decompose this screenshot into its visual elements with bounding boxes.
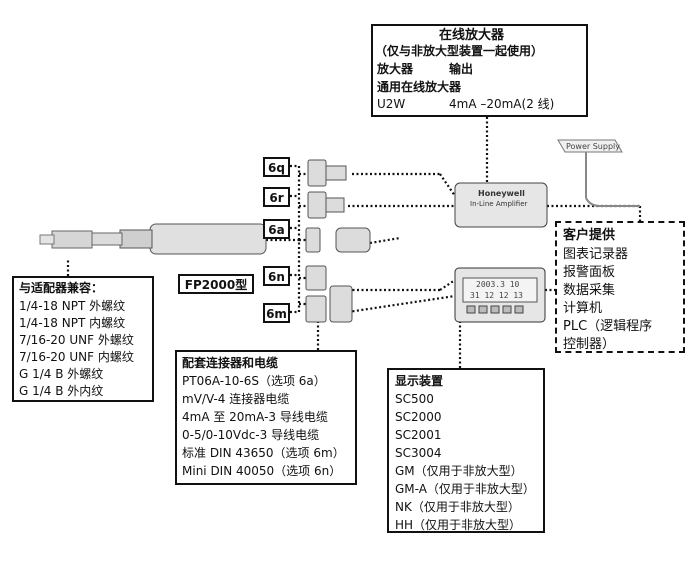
amplifier-title: 在线放大器	[439, 28, 505, 43]
fp2000-transducer-image	[39, 223, 267, 255]
adapter-item: 7/16-20 UNF 内螺纹	[19, 350, 134, 364]
option-label-6r: 6r	[263, 187, 290, 207]
adapter-title: 与适配器兼容：	[19, 281, 104, 295]
power-supply-image	[557, 139, 640, 207]
connector-title: 配套连接器和电缆	[182, 356, 279, 370]
display-readout-line1: 2003.3 10	[476, 280, 520, 289]
amplifier-col-header-left: 放大器	[377, 62, 414, 76]
option-label-6n: 6n	[263, 266, 290, 286]
option-label-6q: 6q	[263, 157, 290, 177]
connector-item: PT06A-10-6S（选项 6a）	[182, 374, 326, 388]
power-supply-label: Power Supply	[566, 142, 620, 151]
display-item: SC2000	[395, 410, 442, 424]
amplifier-device-name: In-Line Amplifier	[470, 200, 528, 208]
amplifier-col-header-right: 输出	[449, 62, 474, 76]
customer-supplied-box: 客户提供 图表记录器 报警面板 数据采集 计算机 PLC（逻辑程序 控制器）	[555, 221, 685, 353]
connector-item: 0-5/0-10Vdc-3 导线电缆	[182, 428, 320, 442]
amplifier-brand: Honeywell	[478, 189, 525, 198]
display-item: GM（仅用于非放大型）	[395, 464, 523, 478]
display-item: SC3004	[395, 446, 442, 460]
adapter-item: 1/4-18 NPT 外螺纹	[19, 299, 126, 313]
display-item: SC2001	[395, 428, 442, 442]
amplifier-general: 通用在线放大器	[377, 80, 462, 94]
display-item: SC500	[395, 392, 434, 406]
connector-item: mV/V-4 连接器电缆	[182, 392, 290, 406]
connector-item: Mini DIN 40050（选项 6n）	[182, 464, 342, 478]
product-label: FP2000型	[178, 274, 254, 294]
inline-amplifier-image	[454, 182, 548, 228]
amplifier-output: 4mA –20mA(2 线)	[449, 97, 555, 111]
option-label-6m: 6m	[263, 303, 290, 323]
customer-item: 报警面板	[563, 265, 616, 280]
display-devices-box: 显示装置 SC500 SC2000 SC2001 SC3004 GM（仅用于非放…	[387, 368, 545, 533]
display-item: NK（仅用于非放大型）	[395, 500, 520, 514]
adapter-item: 1/4-18 NPT 内螺纹	[19, 316, 126, 330]
connector-item: 4mA 至 20mA-3 导线电缆	[182, 410, 328, 424]
adapter-item: G 1/4 B 外内纹	[19, 384, 104, 398]
customer-item: 控制器）	[563, 337, 616, 352]
amplifier-subtitle: （仅与非放大型装置一起使用）	[375, 44, 544, 58]
amplifier-model: U2W	[377, 97, 406, 111]
amplifier-info-box: 在线放大器 （仅与非放大型装置一起使用） 放大器 输出 通用在线放大器 U2W …	[371, 24, 588, 117]
connector-cable-box: 配套连接器和电缆 PT06A-10-6S（选项 6a） mV/V-4 连接器电缆…	[175, 350, 357, 485]
adapter-compat-box: 与适配器兼容： 1/4-18 NPT 外螺纹 1/4-18 NPT 内螺纹 7/…	[12, 276, 154, 402]
customer-item: 图表记录器	[563, 247, 629, 262]
display-item: GM-A（仅用于非放大型）	[395, 482, 535, 496]
adapter-item: G 1/4 B 外螺纹	[19, 367, 104, 381]
display-readout-line2: 31 12 12 13	[470, 291, 523, 300]
connector-item: 标准 DIN 43650（选项 6m）	[182, 446, 345, 460]
option-label-6a: 6a	[263, 219, 290, 239]
customer-title: 客户提供	[563, 228, 616, 243]
customer-item: PLC（逻辑程序	[563, 319, 653, 334]
customer-item: 计算机	[563, 301, 603, 316]
display-title: 显示装置	[395, 374, 444, 388]
display-item: HH（仅用于非放大型）	[395, 518, 522, 532]
display-device-image	[454, 267, 546, 323]
customer-item: 数据采集	[563, 283, 616, 298]
adapter-item: 7/16-20 UNF 外螺纹	[19, 333, 134, 347]
